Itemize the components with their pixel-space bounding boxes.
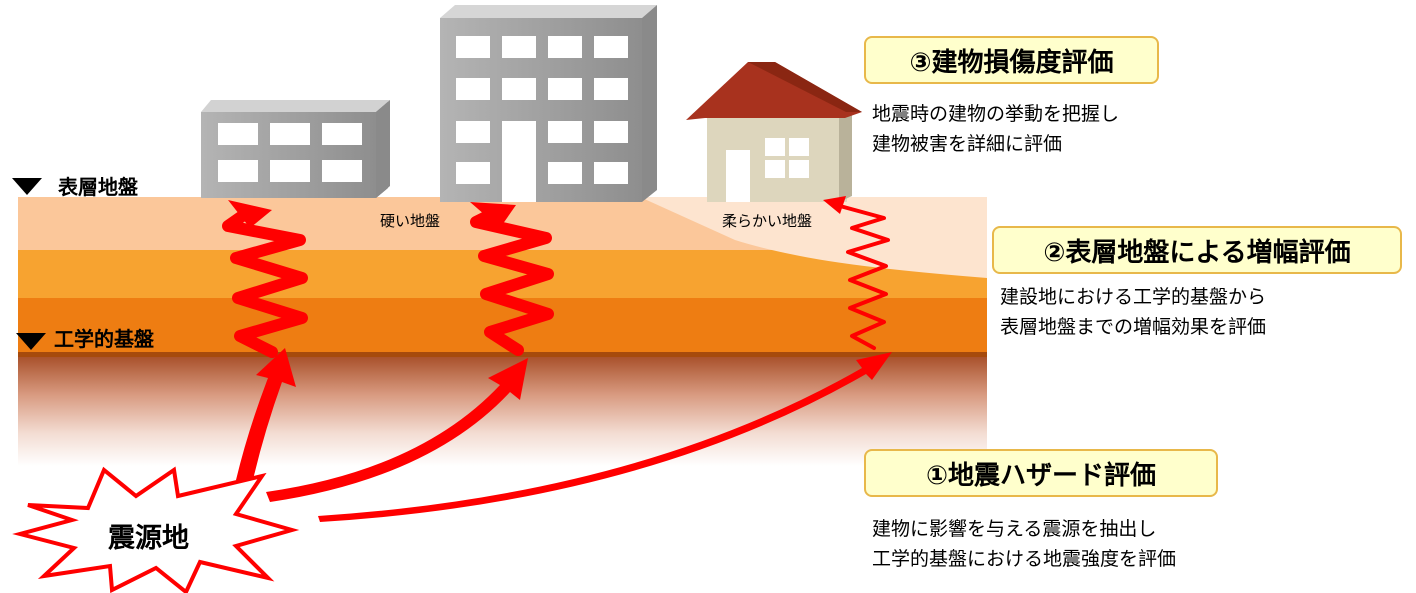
- epicenter-label: 震源地: [108, 523, 189, 554]
- step2-description: 建設地における工学的基盤から 表層地盤までの増幅効果を評価: [1000, 282, 1266, 342]
- step1-title: ①地震ハザード評価: [864, 449, 1218, 497]
- step2-line1: 建設地における工学的基盤から: [1000, 286, 1267, 308]
- hard-ground-label: 硬い地盤: [380, 212, 441, 230]
- bedrock-layer-label: 工学的基盤: [54, 327, 154, 351]
- wave-hard-1-arrowhead: [228, 200, 272, 228]
- surface-layer-label: 表層地盤: [58, 175, 138, 199]
- step2-line2: 表層地盤までの増幅効果を評価: [1000, 316, 1267, 338]
- propagation-arrows: [236, 348, 892, 522]
- wave-soft-arrowhead: [823, 196, 846, 214]
- step1-description: 建物に影響を与える震源を抽出し 工学的基盤における地震強度を評価: [872, 514, 1176, 574]
- epicenter-burst: [12, 466, 300, 593]
- step3-line2: 建物被害を詳細に評価: [872, 133, 1063, 155]
- soft-ground-label: 柔らかい地盤: [722, 212, 813, 230]
- arrow-to-left: [236, 348, 296, 484]
- arrow-to-middle: [266, 358, 528, 502]
- step3-description: 地震時の建物の挙動を把握し 建物被害を詳細に評価: [872, 99, 1119, 159]
- step3-line1: 地震時の建物の挙動を把握し: [872, 103, 1120, 125]
- seismic-waves: [222, 196, 890, 358]
- step1-line1: 建物に影響を与える震源を抽出し: [872, 518, 1157, 540]
- house: [686, 62, 862, 202]
- wave-soft: [838, 204, 890, 350]
- soft-soil-region: [640, 197, 987, 278]
- step2-title: ②表層地盤による増幅評価: [992, 226, 1402, 274]
- bedrock-line: [18, 352, 987, 357]
- bedrock-marker-icon: [16, 333, 46, 350]
- surface-marker-icon: [12, 178, 42, 195]
- tall-building: [440, 5, 657, 202]
- wave-hard-2-arrowhead: [470, 202, 516, 228]
- low-building: [201, 100, 390, 198]
- step1-line2: 工学的基盤における地震強度を評価: [872, 548, 1177, 570]
- wave-hard-1: [222, 206, 308, 358]
- step3-title: ③建物損傷度評価: [864, 36, 1159, 84]
